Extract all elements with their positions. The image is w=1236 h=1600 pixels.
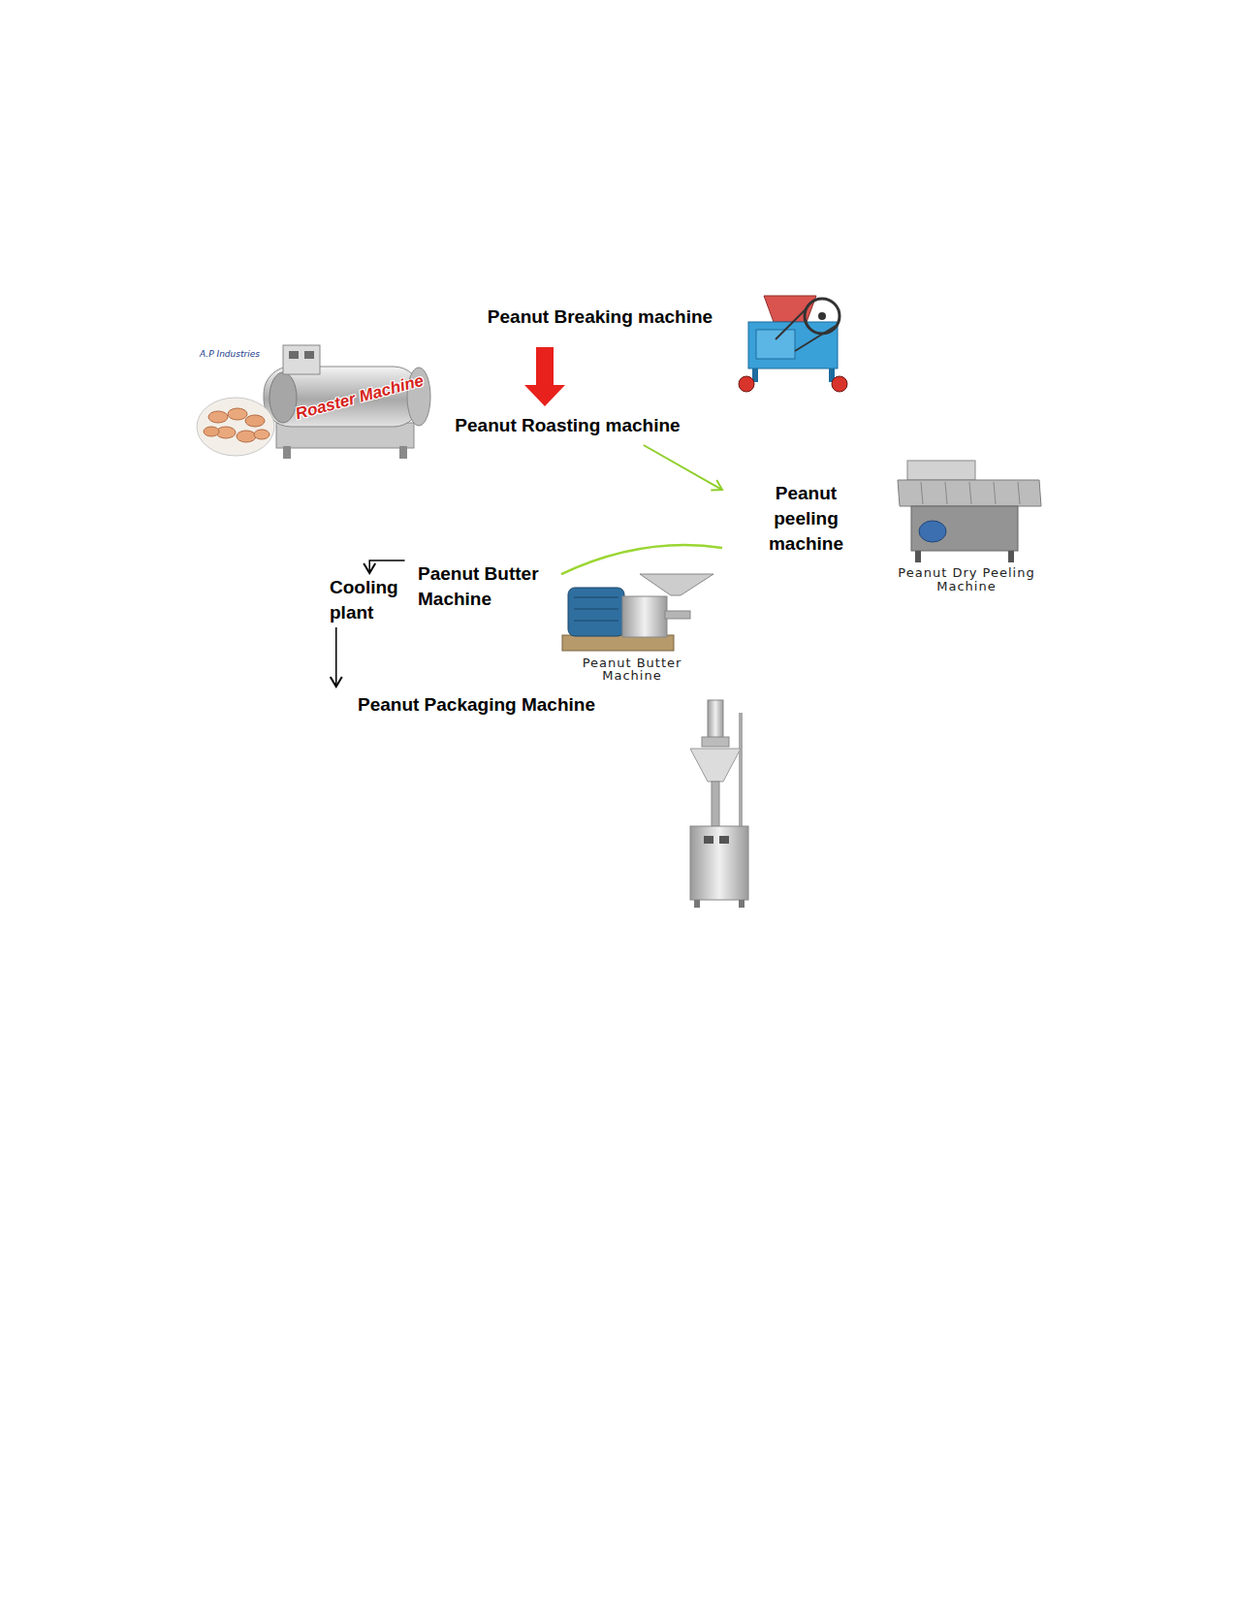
breaker-illustration-part [831, 376, 848, 392]
packaging-box: Peanut Packaging Machine [338, 686, 666, 783]
node-text: Cooling plant [329, 574, 403, 626]
roaster-illustration-part [269, 372, 297, 423]
roaster-illustration-part [227, 408, 248, 420]
node-text: Paenut Butter Machine [417, 561, 554, 612]
process-box: Peanut Roasting machine [441, 406, 695, 445]
butter-grinder-illustration-part [573, 597, 619, 599]
label-holder: Peanut Butter Machine [562, 656, 702, 684]
butter-grinder-illustration-part [573, 608, 619, 610]
butter-grinder-illustration-part [573, 620, 619, 622]
packaging-illustration-part [701, 736, 729, 747]
label-holder: A.P Industries [199, 343, 278, 361]
arrow-fill [247, 522, 562, 670]
peeler-illustration-part [920, 481, 923, 505]
breaker-illustration-part [738, 376, 755, 392]
butter-grinder-illustration-part [639, 573, 714, 596]
packaging-illustration-part [694, 899, 700, 908]
hexagon-outline [724, 457, 888, 580]
arrow-shape: Paenut Butter Machine Cooling plant [247, 522, 562, 670]
arrow-connector [335, 627, 338, 687]
peeler-illustration [897, 460, 1042, 563]
brand-label: A.P Industries [199, 348, 260, 359]
image-caption: Peanut Dry Peeling Machine [893, 566, 1040, 594]
packaging-illustration-part [690, 748, 741, 782]
breaker-illustration-part [775, 308, 807, 340]
breaker-illustration-part [748, 321, 838, 369]
packaging-illustration-part [707, 699, 724, 741]
roaster-illustration-part [283, 345, 320, 375]
butter-grinder-illustration-part [622, 596, 667, 637]
peeler-illustration-part [945, 481, 948, 505]
cooling-box: Cooling plant [324, 572, 407, 628]
image-caption: Peanut Butter Machine [569, 656, 696, 682]
roaster-illustration-part [253, 429, 270, 440]
divider-line [405, 522, 409, 670]
breaker-illustration-part [818, 312, 826, 320]
arrow-shape-outline [247, 522, 562, 670]
packaging-illustration-part [738, 899, 745, 908]
label-holder: Peanut Dry Peeling Machine [887, 566, 1046, 595]
roaster-illustration-part [236, 430, 256, 443]
box-outline [443, 408, 694, 444]
butter-grinder-illustration-part [568, 587, 625, 636]
curved-connector [561, 544, 723, 574]
node-text: Peanut Roasting machine [454, 412, 680, 439]
breaker-illustration-part [804, 298, 840, 334]
roaster-illustration-part [399, 445, 408, 459]
box-outline [325, 573, 406, 627]
breaker-illustration-part [756, 329, 795, 359]
roaster-illustration-part [196, 397, 275, 456]
node-text: Peanut peeling machine [756, 480, 857, 557]
arrow-connector [643, 444, 723, 490]
peeler-illustration-part [919, 520, 947, 542]
node-text: Peanut Packaging Machine [357, 692, 596, 718]
peeler-illustration-part [1008, 550, 1015, 563]
block-arrow [524, 347, 566, 407]
box-outline [339, 687, 666, 782]
breaker-illustration-part [794, 325, 836, 351]
roaster-illustration-part [288, 350, 299, 359]
peeler-illustration-part [907, 460, 976, 480]
packaging-illustration [690, 699, 749, 908]
breaker-illustration [738, 295, 848, 392]
butter-grinder-illustration [562, 573, 714, 651]
packaging-illustration-part [711, 781, 720, 826]
packaging-illustration-part [738, 712, 743, 829]
roaster-illustration-part [283, 445, 291, 459]
roaster-illustration-part [245, 414, 265, 427]
butter-grinder-illustration-part [665, 610, 691, 619]
process-bubble: Peanut Breaking machine [471, 290, 729, 348]
breaker-illustration-part [763, 295, 817, 322]
node-text: Peanut Breaking machine [487, 304, 713, 330]
packaging-illustration-part [719, 835, 729, 844]
roaster-illustration-part [208, 411, 228, 423]
roaster-illustration-part [203, 426, 220, 437]
bubble-fill [472, 291, 729, 347]
peeler-illustration-part [1017, 481, 1020, 505]
peeler-illustration-part [911, 506, 1018, 551]
packaging-illustration-part [703, 835, 714, 844]
process-hexagon: Peanut peeling machine [722, 455, 890, 582]
peeler-illustration-part [993, 481, 996, 505]
roaster-illustration [196, 345, 431, 459]
arrow-connector [369, 560, 405, 573]
peeler-illustration-part [897, 479, 1042, 507]
packaging-illustration-part [690, 825, 749, 900]
roaster-illustration-part [304, 350, 315, 359]
peeler-illustration-part [915, 550, 921, 563]
peeler-illustration-part [969, 481, 972, 505]
